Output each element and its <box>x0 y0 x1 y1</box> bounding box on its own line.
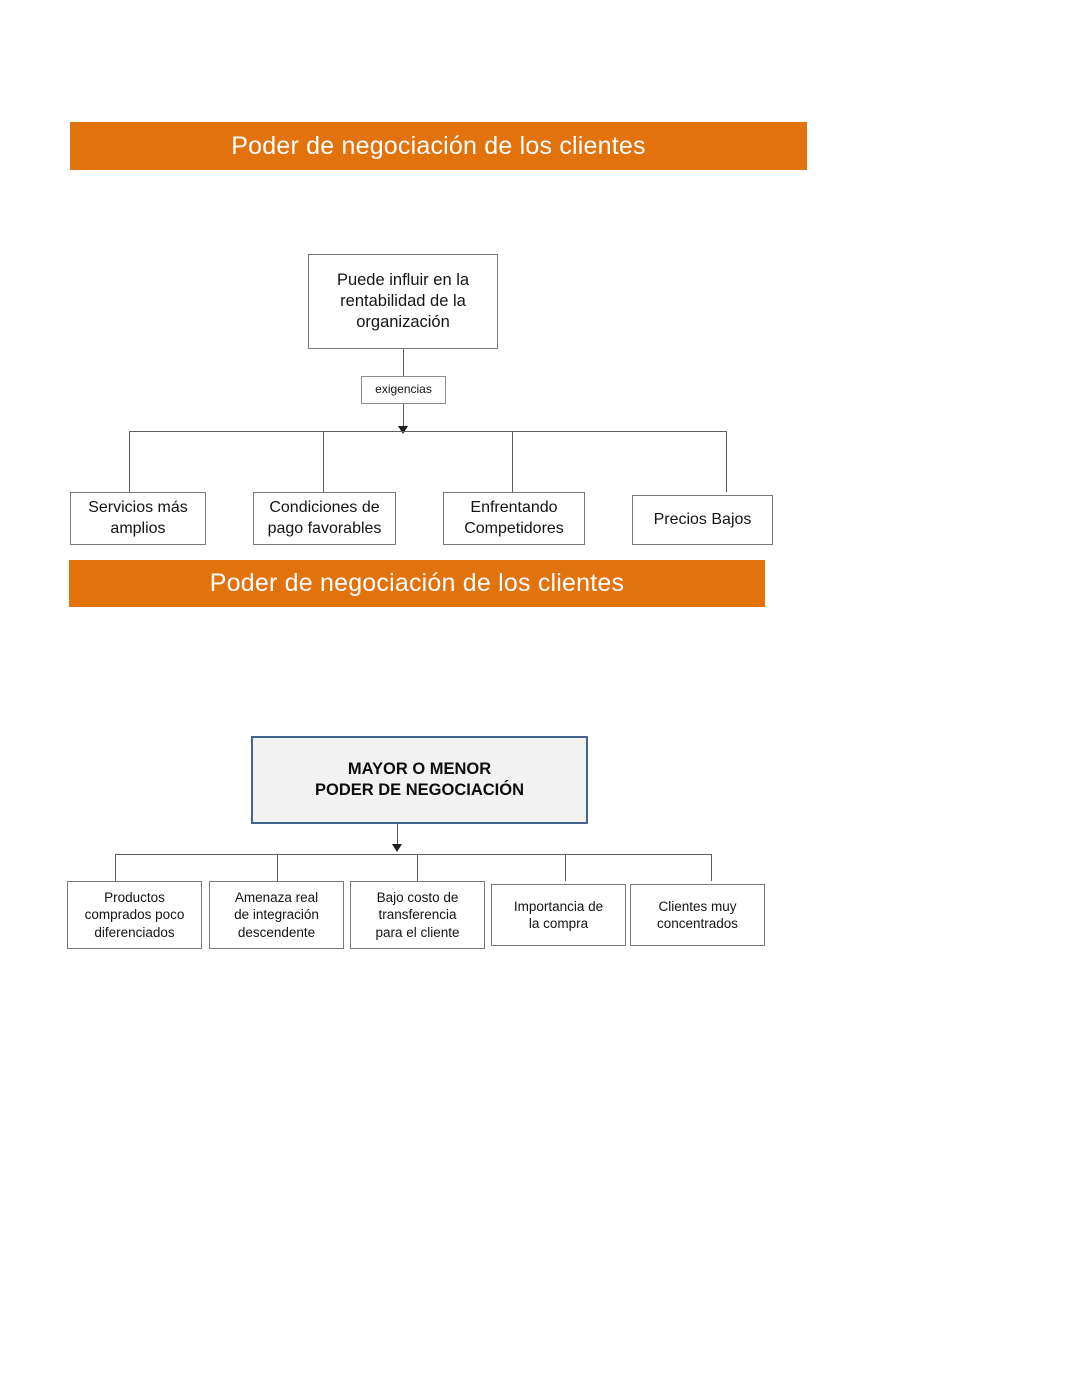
node-amenaza-real-integracion-descendente: Amenaza real de integración descendente <box>209 881 344 949</box>
connector-horizontal-bus <box>129 431 727 433</box>
node-productos-comprados-poco-diferenciados: Productos comprados poco diferenciados <box>67 881 202 949</box>
banner-poder-negociacion-top: Poder de negociación de los clientes <box>70 122 807 170</box>
diagram-mayor-menor-poder: MAYOR O MENOR PODER DE NEGOCIACIÓN Produ… <box>0 720 1080 970</box>
connector-drop2-3 <box>417 854 419 881</box>
banner-middle-text: Poder de negociación de los clientes <box>209 569 625 597</box>
connector-drop-1 <box>129 431 131 492</box>
connector-drop-3 <box>512 431 514 492</box>
connector-drop-4 <box>726 431 728 492</box>
node-importancia-de-la-compra: Importancia de la compra <box>491 884 626 946</box>
connector-drop2-1 <box>115 854 117 881</box>
connector-drop2-4 <box>565 854 567 881</box>
diagram-poder-negociacion-clientes: Puede influir en la rentabilidad de la o… <box>0 230 1080 560</box>
node-condiciones-pago-favorables: Condiciones de pago favorables <box>253 492 396 545</box>
node-enfrentando-competidores: Enfrentando Competidores <box>443 492 585 545</box>
arrow-down-icon <box>398 426 408 434</box>
connector-drop-2 <box>323 431 325 492</box>
connector-horizontal-bus-2 <box>115 854 712 856</box>
node-servicios-mas-amplios: Servicios más amplios <box>70 492 206 545</box>
connector-drop2-5 <box>711 854 713 881</box>
node-bajo-costo-transferencia-cliente: Bajo costo de transferencia para el clie… <box>350 881 485 949</box>
node-exigencias-label: exigencias <box>361 376 446 404</box>
banner-poder-negociacion-middle: Poder de negociación de los clientes <box>69 560 765 607</box>
connector-label-to-arrow <box>403 404 405 428</box>
node-clientes-muy-concentrados: Clientes muy concentrados <box>630 884 765 946</box>
node-precios-bajos: Precios Bajos <box>632 495 773 545</box>
arrow-down-icon-2 <box>392 844 402 852</box>
connector-drop2-2 <box>277 854 279 881</box>
connector-root-to-label <box>403 349 405 376</box>
node-puede-influir-rentabilidad: Puede influir en la rentabilidad de la o… <box>308 254 498 349</box>
connector-header-to-arrow <box>397 824 399 846</box>
node-mayor-o-menor-poder-negociacion: MAYOR O MENOR PODER DE NEGOCIACIÓN <box>251 736 588 824</box>
banner-top-text: Poder de negociación de los clientes <box>231 131 646 160</box>
